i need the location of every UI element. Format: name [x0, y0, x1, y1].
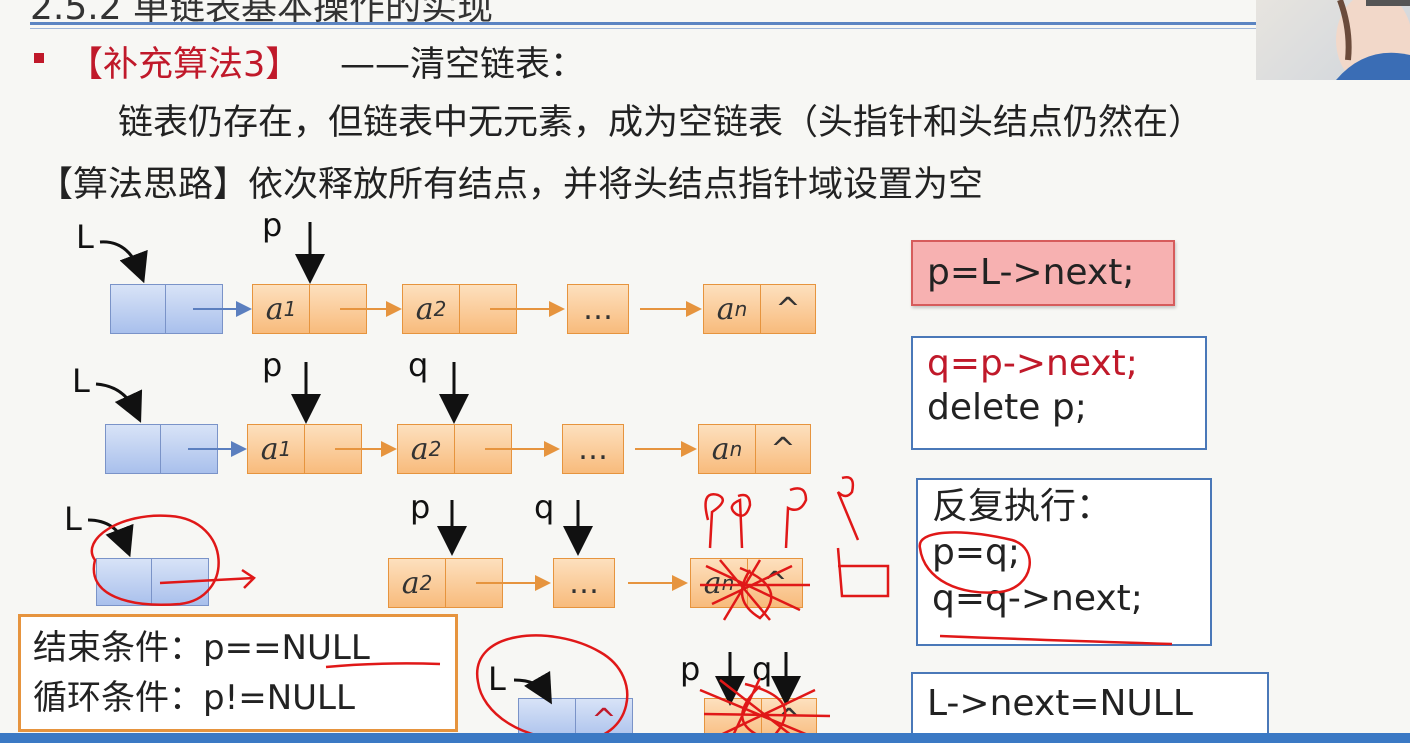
null-pointer: ^ [760, 284, 816, 334]
code-step-1: p=L->next; [911, 240, 1175, 306]
ellipsis-node: … [567, 284, 629, 334]
ellipsis-node: … [553, 558, 615, 608]
pointer-label-p: p [262, 206, 283, 244]
code-line-q-advance: q=q->next; [932, 578, 1143, 619]
title-divider-thin [30, 28, 1258, 29]
pointer-label-q: q [534, 488, 555, 526]
head-node-data [105, 424, 161, 474]
pointer-label-p: p [262, 346, 283, 384]
title-strip: 2.5.2 单链表基本操作的实现 [0, 0, 1258, 24]
pointer-label-L: L [72, 362, 90, 400]
section-subheading: ——清空链表： [340, 45, 586, 85]
list-node-next [304, 424, 362, 474]
pointer-label-p: p [680, 650, 701, 688]
pointer-label-q: q [752, 650, 773, 688]
code-step-2: q=p->next; delete p; [911, 336, 1207, 450]
condition-box: 结束条件：p==NULL 循环条件：p!=NULL [18, 614, 458, 732]
description-text: 链表仍存在，但链表中无元素，成为空链表（头指针和头结点仍然在） [118, 103, 1204, 143]
end-condition: 结束条件：p==NULL [33, 628, 370, 668]
pointer-label-p: p [410, 488, 431, 526]
algorithm-idea: 【算法思路】依次释放所有结点，并将头结点指针域设置为空 [38, 165, 984, 205]
bottom-bar [0, 733, 1410, 743]
presenter-icon [1336, 0, 1410, 80]
ellipsis-node: … [562, 424, 624, 474]
head-node-data [96, 558, 152, 606]
pointer-label-q: q [408, 346, 429, 384]
title-divider [30, 22, 1258, 25]
code-line-q-next: q=p->next; [927, 343, 1138, 384]
pointer-label-L: L [76, 218, 94, 256]
bullet-icon [34, 53, 44, 63]
pointer-label-L: L [488, 660, 506, 698]
loop-condition: 循环条件：p!=NULL [33, 678, 355, 718]
page-title: 2.5.2 单链表基本操作的实现 [30, 0, 494, 24]
code-line-delete: delete p; [927, 387, 1087, 428]
presenter-video [1256, 0, 1410, 80]
pointer-label-L: L [64, 500, 82, 538]
null-pointer: ^ [755, 424, 811, 474]
code-step-3: 反复执行： p=q; q=q->next; [916, 478, 1212, 646]
section-heading: 【补充算法3】 [68, 45, 301, 85]
code-step-4: L->next=NULL [911, 672, 1269, 736]
loop-title: 反复执行： [932, 486, 1113, 527]
